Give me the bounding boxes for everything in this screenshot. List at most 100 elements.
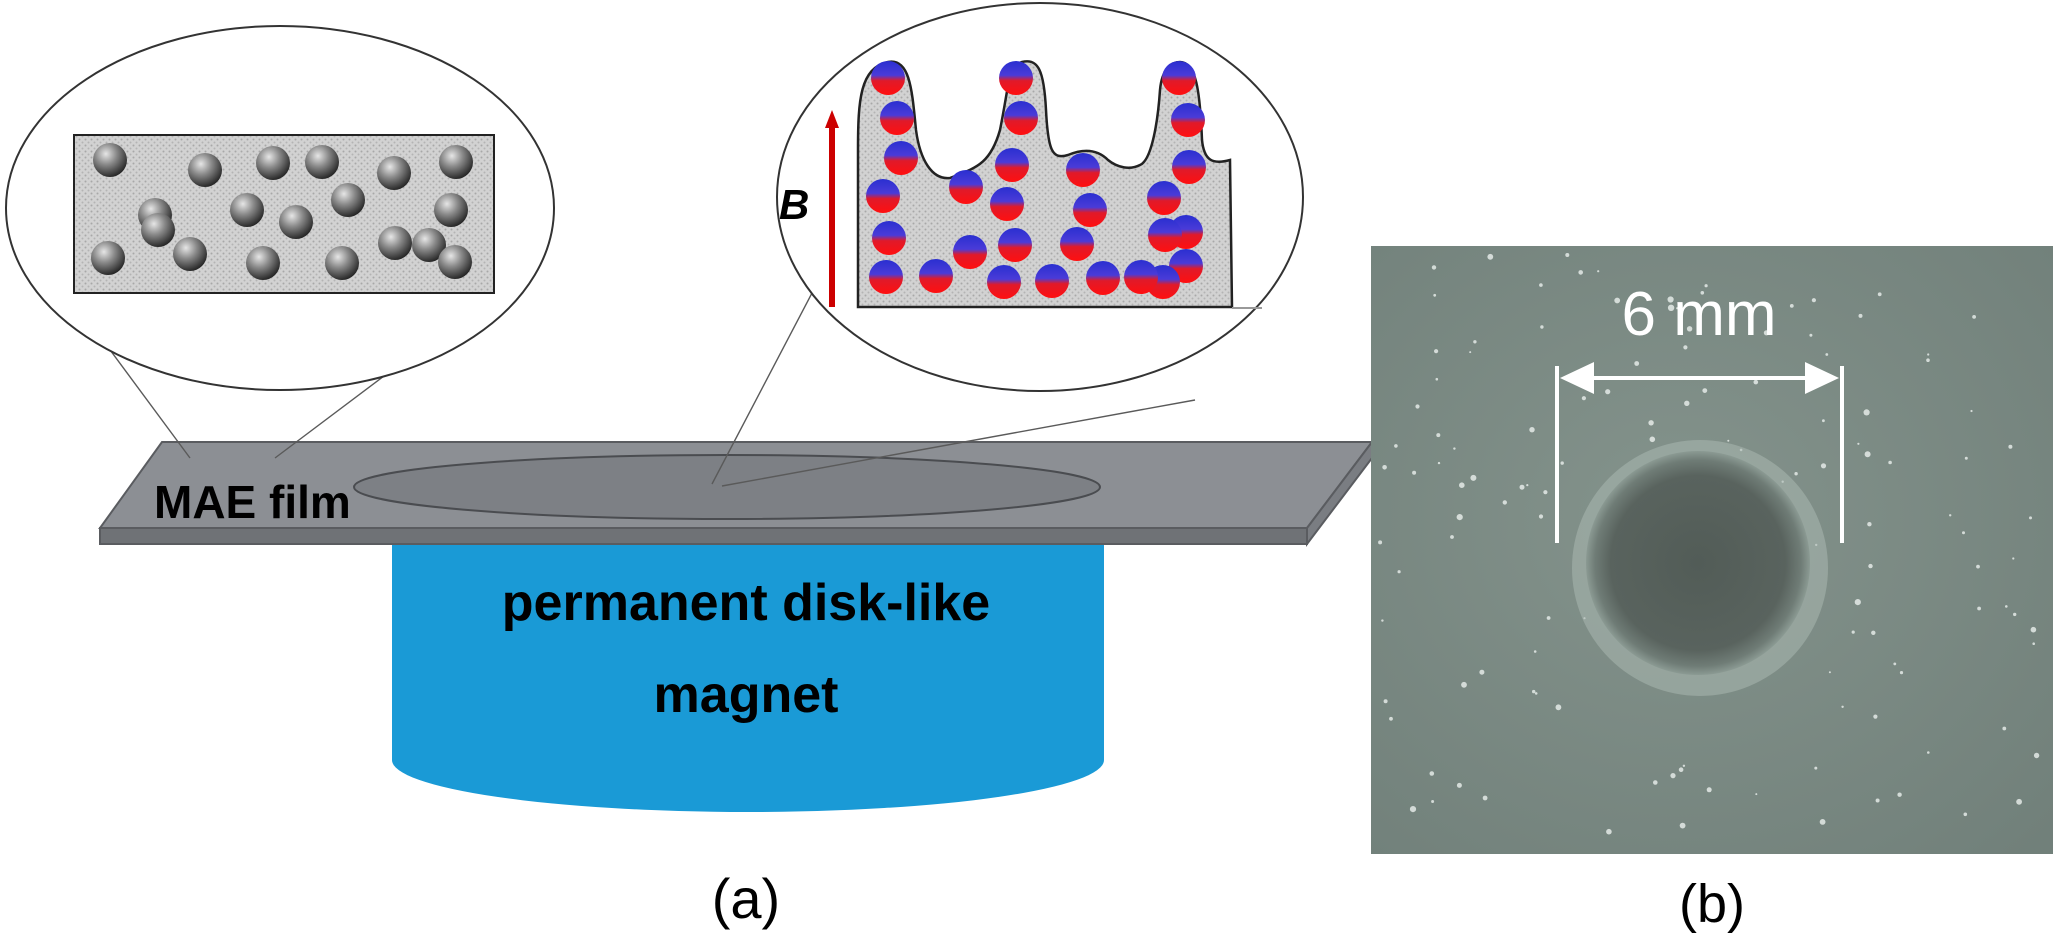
speckle [1754, 380, 1759, 385]
magnetized-particle [995, 148, 1029, 182]
speckle [2029, 516, 2032, 519]
indentation [1586, 451, 1810, 675]
magnetized-particle [1147, 181, 1181, 215]
magnetized-particle [1004, 101, 1038, 135]
speckle [1469, 351, 1471, 353]
speckle [1561, 461, 1564, 464]
panel-a-caption: (a) [712, 867, 780, 930]
speckle [1852, 631, 1855, 634]
magnetized-particle [990, 187, 1024, 221]
speckle [1707, 787, 1712, 792]
magnetized-particle [999, 61, 1033, 95]
speckle [1965, 457, 1968, 460]
magnetized-particle [1148, 218, 1182, 252]
speckle [1812, 298, 1816, 302]
magnet-label-line1: permanent disk-like [502, 574, 990, 632]
particle [188, 153, 222, 187]
speckle [2002, 727, 2006, 731]
speckle [1415, 404, 1419, 408]
particle [246, 246, 280, 280]
magnetized-particle [1066, 153, 1100, 187]
speckle [1927, 353, 1929, 355]
speckle [1684, 401, 1689, 406]
particle [173, 237, 207, 271]
speckle [1829, 671, 1831, 673]
speckle [1597, 270, 1599, 272]
magnetized-particle [1172, 150, 1206, 184]
speckle [1453, 447, 1455, 449]
magnetized-particle [880, 101, 914, 135]
magnetized-particle [1171, 103, 1205, 137]
speckle [1438, 462, 1440, 464]
magnetized-particle [871, 61, 905, 95]
speckle [1535, 692, 1538, 695]
speckle [1539, 514, 1543, 518]
particle [230, 193, 264, 227]
speckle [1964, 813, 1968, 817]
speckle [1534, 650, 1537, 653]
scale-label: 6 mm [1622, 280, 1777, 349]
speckle [1461, 682, 1467, 688]
speckle [1821, 463, 1826, 468]
speckle [1841, 706, 1843, 708]
magnetized-particle [1162, 61, 1196, 95]
speckle [1605, 389, 1610, 394]
magnet-label-line2: magnet [654, 666, 839, 724]
speckle [1565, 253, 1569, 257]
speckle [1702, 388, 1707, 393]
speckle [1503, 500, 1507, 504]
speckle [1520, 485, 1525, 490]
speckle [1857, 443, 1859, 445]
magnetized-particle [919, 259, 953, 293]
speckle [1430, 771, 1435, 776]
speckle [1529, 427, 1534, 432]
speckle [1431, 800, 1434, 803]
speckle [1436, 433, 1440, 437]
speckle [1543, 490, 1547, 494]
speckle [1822, 419, 1825, 422]
magnetized-particle [1035, 264, 1069, 298]
speckle [2016, 799, 2022, 805]
magnetized-particle [1086, 261, 1120, 295]
magnetized-particle [1060, 227, 1094, 261]
speckle [1864, 409, 1870, 415]
magnetized-particle [869, 260, 903, 294]
magnetized-particle [998, 228, 1032, 262]
speckle [1378, 540, 1382, 544]
speckle [1876, 799, 1880, 803]
zoom-with-field: B [777, 3, 1303, 391]
speckle [2034, 753, 2039, 758]
magnetized-particle [866, 179, 900, 213]
speckle [1547, 616, 1551, 620]
speckle [1727, 440, 1729, 442]
speckle [1873, 715, 1877, 719]
particle [91, 241, 125, 275]
speckle [1648, 420, 1653, 425]
particle [434, 193, 468, 227]
speckle [1436, 378, 1439, 381]
speckle [1556, 704, 1562, 710]
speckle [1855, 599, 1861, 605]
magnetized-particle [953, 235, 987, 269]
speckle [1394, 444, 1398, 448]
speckle [1977, 607, 1981, 611]
speckle [1540, 325, 1543, 328]
panel-b: 6 mm (b) [1371, 246, 2053, 934]
particle [331, 183, 365, 217]
speckle [1479, 670, 1484, 675]
speckle [1582, 396, 1586, 400]
speckle [1433, 294, 1436, 297]
magnetized-particle [872, 221, 906, 255]
speckle [1755, 793, 1757, 795]
speckle [1382, 465, 1387, 470]
speckle [1526, 484, 1528, 486]
magnetized-particle [949, 170, 983, 204]
speckle [1434, 349, 1438, 353]
speckle [1927, 751, 1930, 754]
speckle [1926, 358, 1930, 362]
speckle [1450, 535, 1454, 539]
speckle [1900, 671, 1903, 674]
particle [93, 143, 127, 177]
speckle [1457, 514, 1463, 520]
